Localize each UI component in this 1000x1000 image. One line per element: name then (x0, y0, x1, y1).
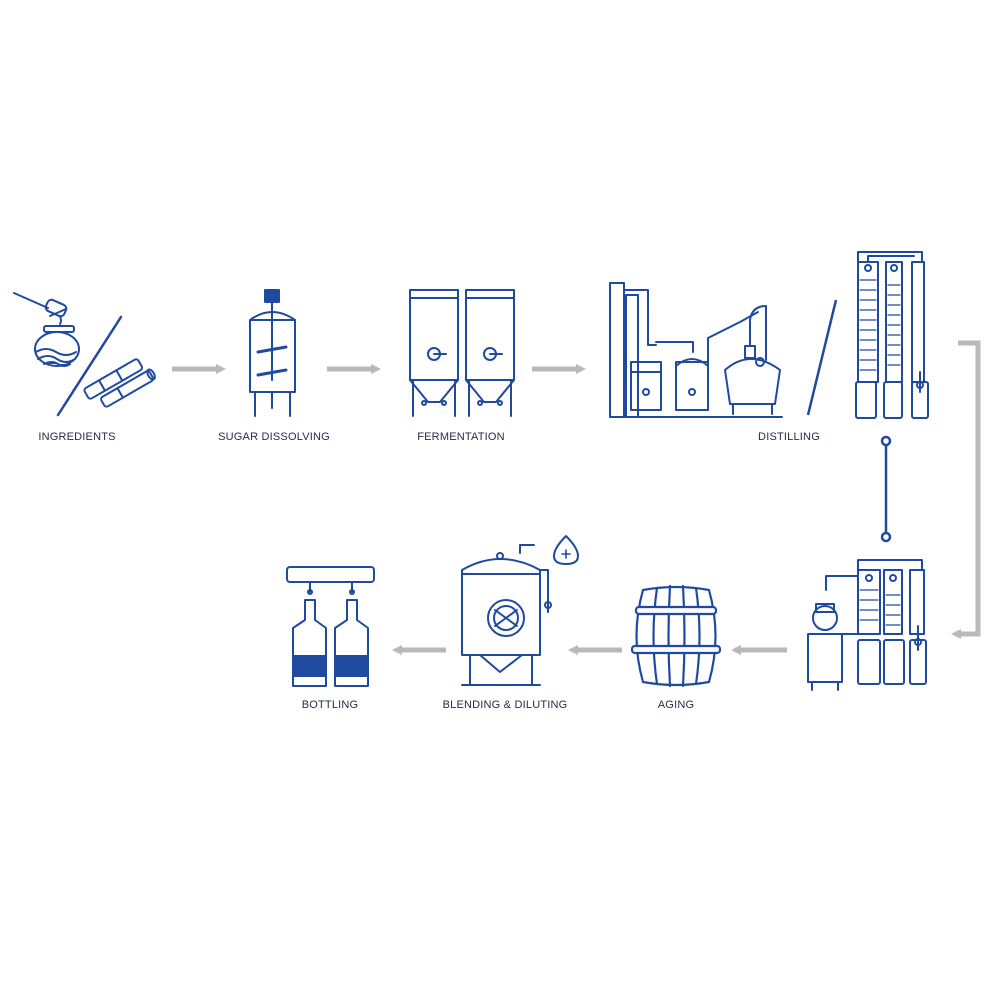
arrow-distilling-return (951, 340, 981, 639)
step-label-bottling: BOTTLING (301, 699, 359, 711)
pot-stills-icon (609, 282, 783, 418)
fermentation-tanks-icon (409, 289, 515, 417)
mixing-tank-icon (249, 289, 296, 417)
divider-slash (806, 299, 838, 416)
barrel-icon (630, 584, 722, 688)
step-label-sugar-dissolving: SUGAR DISSOLVING (218, 431, 330, 443)
honey-and-sugarcane-icon (13, 292, 156, 417)
step-label-ingredients: INGREDIENTS (38, 431, 116, 443)
step-label-blending-diluting: BLENDING & DILUTING (442, 699, 568, 711)
step-label-aging: AGING (657, 699, 695, 711)
step-label-distilling: DISTILLING (758, 431, 820, 443)
still-connector (880, 435, 892, 543)
step-label-fermentation: FERMENTATION (417, 431, 505, 443)
hybrid-still-icon (807, 559, 927, 691)
blending-tank-icon (461, 535, 579, 686)
bottles-icon (286, 566, 375, 687)
column-stills-icon (855, 251, 929, 419)
flow-arrows (172, 340, 981, 655)
